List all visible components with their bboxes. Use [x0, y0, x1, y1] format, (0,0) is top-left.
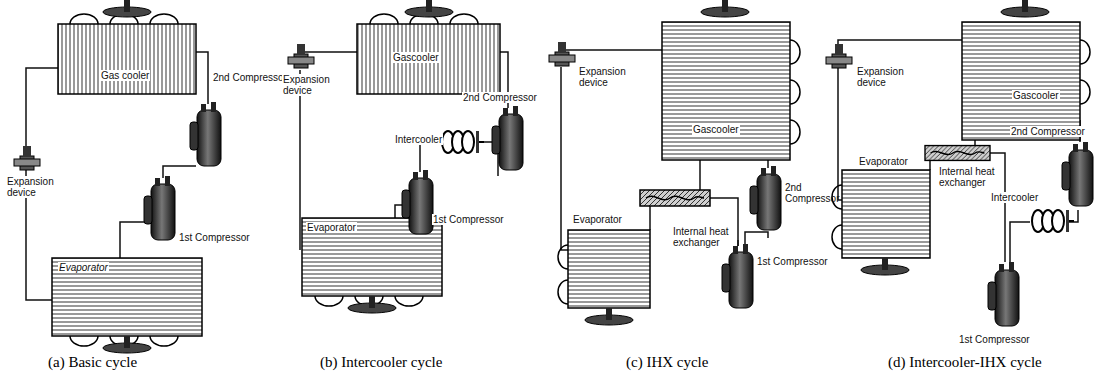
component-label: Expansion device: [856, 66, 908, 88]
component-label: Expansion device: [282, 74, 334, 96]
component-label: 1st Compressor: [756, 256, 829, 267]
panel-caption: (a) Basic cycle: [48, 354, 137, 371]
evaporator-coils: [52, 170, 930, 336]
component-label: Gas cooler: [100, 70, 150, 81]
component-label: Internal heat exchanger: [672, 226, 730, 248]
component-label: Expansion device: [6, 176, 60, 198]
component-label: 2nd Compressor: [784, 182, 812, 204]
coil-tubes: [70, 14, 1090, 346]
component-label: Evaporator: [572, 214, 623, 225]
component-label: 2nd Compressor: [1010, 126, 1086, 137]
component-label: Gascooler: [392, 52, 440, 63]
panel-caption: (d) Intercooler-IHX cycle: [888, 354, 1042, 371]
component-label: Internal heat exchanger: [938, 166, 996, 188]
component-label: Evaporator: [306, 222, 357, 233]
component-label: 2nd Compressor: [212, 72, 288, 83]
panel-caption: (b) Intercooler cycle: [320, 354, 442, 371]
component-label: Intercooler: [990, 192, 1039, 203]
fans: [103, 0, 1049, 353]
component-label: Evaporator: [858, 156, 909, 167]
component-label: 1st Compressor: [958, 334, 1031, 345]
component-label: Gascooler: [1012, 90, 1060, 101]
intercoolers: [442, 131, 1074, 232]
component-label: 1st Compressor: [178, 232, 251, 243]
component-label: Gascooler: [692, 124, 740, 135]
component-label: Intercooler: [394, 134, 443, 145]
component-label: Evaporator: [58, 262, 109, 273]
component-label: 2nd Compressor: [462, 92, 538, 103]
compressors: [144, 102, 1093, 326]
component-label: Expansion device: [578, 66, 630, 88]
expansion-valves: [14, 42, 852, 170]
panel-caption: (c) IHX cycle: [626, 354, 708, 371]
component-label: 1st Compressor: [432, 214, 505, 225]
